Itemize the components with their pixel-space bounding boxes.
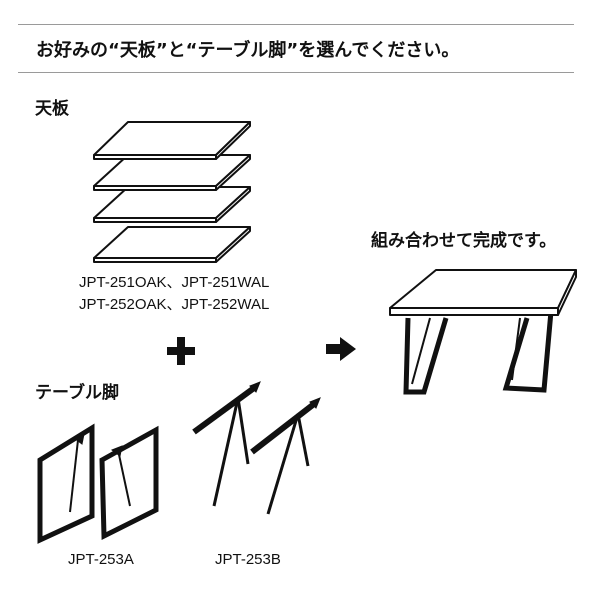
- tops-title: 天板: [35, 99, 69, 119]
- leg-a-frame-1: [37, 423, 95, 544]
- leg-b-frame-2: [250, 397, 321, 515]
- assembled-table-top: [389, 269, 577, 316]
- heading-rule: [18, 72, 574, 73]
- tops-model-line-2: JPT-252OAK、JPT-252WAL: [79, 296, 270, 313]
- table-top-board-2: [93, 154, 251, 191]
- leg-a-model: JPT-253A: [68, 551, 134, 568]
- leg-a-frame-2: [99, 425, 159, 540]
- page-heading: お好みの“天板”と“テーブル脚”を選んでください。: [36, 40, 460, 61]
- table-top-board-3: [93, 186, 251, 223]
- table-top-board-4: [93, 226, 251, 263]
- legs-title: テーブル脚: [35, 383, 119, 403]
- tops-model-line-1: JPT-251OAK、JPT-251WAL: [79, 274, 270, 291]
- top-rule: [18, 24, 574, 25]
- assembled-table-leg-left: [403, 317, 449, 395]
- result-caption: 組み合わせて完成です。: [371, 231, 557, 251]
- leg-b-model: JPT-253B: [215, 551, 281, 568]
- table-top-board-1: [93, 121, 251, 160]
- plus-icon: [167, 337, 195, 365]
- leg-b-frame-1: [192, 381, 261, 507]
- assembled-table-leg-right: [502, 299, 555, 393]
